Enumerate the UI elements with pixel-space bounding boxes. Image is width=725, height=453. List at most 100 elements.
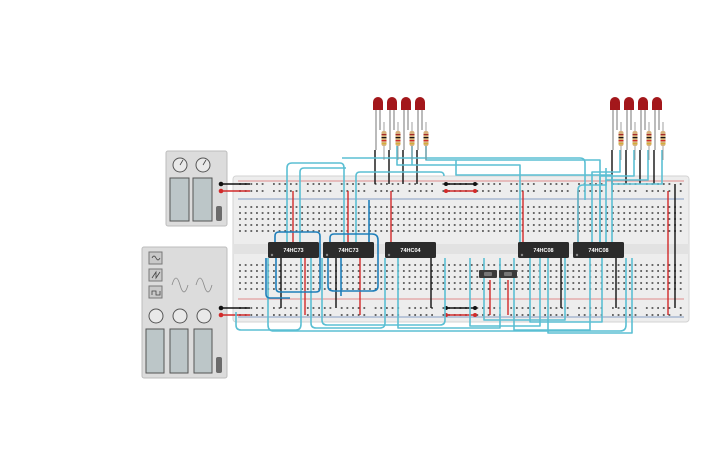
hole[interactable]	[261, 282, 264, 284]
hole[interactable]	[306, 276, 309, 278]
hole[interactable]	[273, 212, 275, 214]
hole[interactable]	[657, 307, 659, 309]
hole[interactable]	[352, 282, 354, 284]
hole[interactable]	[340, 218, 343, 220]
hole[interactable]	[318, 307, 320, 309]
hole[interactable]	[527, 218, 530, 220]
hole[interactable]	[391, 212, 394, 214]
hole[interactable]	[578, 264, 580, 266]
hole[interactable]	[431, 270, 433, 272]
hole[interactable]	[493, 264, 496, 266]
hole[interactable]	[374, 282, 377, 284]
hole[interactable]	[679, 307, 682, 309]
hole[interactable]	[323, 224, 326, 226]
hole[interactable]	[487, 183, 490, 185]
hole[interactable]	[668, 212, 671, 214]
hole[interactable]	[284, 307, 287, 309]
hole[interactable]	[566, 264, 569, 266]
hole[interactable]	[487, 206, 490, 208]
hole[interactable]	[555, 282, 558, 284]
hole[interactable]	[306, 288, 309, 290]
hole[interactable]	[657, 190, 659, 192]
hole[interactable]	[312, 307, 315, 309]
hole[interactable]	[419, 307, 422, 309]
hole[interactable]	[408, 264, 411, 266]
hole[interactable]	[448, 218, 450, 220]
hole[interactable]	[402, 282, 405, 284]
hole[interactable]	[329, 307, 332, 309]
hole[interactable]	[380, 183, 383, 185]
hole[interactable]	[606, 218, 609, 220]
hole[interactable]	[414, 307, 417, 309]
hole[interactable]	[453, 212, 456, 214]
hole[interactable]	[357, 212, 360, 214]
hole[interactable]	[284, 230, 287, 232]
hole[interactable]	[679, 282, 682, 284]
hole[interactable]	[595, 270, 597, 272]
hole[interactable]	[583, 314, 586, 316]
hole[interactable]	[318, 206, 320, 208]
hole[interactable]	[662, 288, 665, 290]
hole[interactable]	[662, 206, 665, 208]
hole[interactable]	[261, 224, 264, 226]
hole[interactable]	[459, 276, 462, 278]
hole[interactable]	[402, 270, 405, 272]
hole[interactable]	[634, 264, 637, 266]
hole[interactable]	[239, 230, 241, 232]
hole[interactable]	[380, 270, 383, 272]
hole[interactable]	[402, 218, 405, 220]
hole[interactable]	[628, 282, 631, 284]
hole[interactable]	[459, 212, 462, 214]
hole[interactable]	[414, 276, 417, 278]
hole[interactable]	[532, 282, 535, 284]
hole[interactable]	[589, 212, 592, 214]
hole[interactable]	[527, 282, 530, 284]
hole[interactable]	[634, 307, 637, 309]
hole[interactable]	[414, 264, 417, 266]
hole[interactable]	[239, 288, 241, 290]
hole[interactable]	[289, 314, 292, 316]
hole[interactable]	[431, 183, 433, 185]
hole[interactable]	[487, 218, 490, 220]
hole[interactable]	[448, 270, 450, 272]
hole[interactable]	[256, 230, 258, 232]
hole[interactable]	[515, 264, 518, 266]
hole[interactable]	[278, 314, 281, 316]
hole[interactable]	[408, 224, 411, 226]
hole[interactable]	[561, 276, 563, 278]
hole[interactable]	[431, 206, 433, 208]
ic-5[interactable]: 74HC08	[573, 242, 624, 258]
hole[interactable]	[504, 282, 507, 284]
hole[interactable]	[352, 288, 354, 290]
hole[interactable]	[640, 218, 643, 220]
hole[interactable]	[363, 276, 366, 278]
hole[interactable]	[363, 190, 366, 192]
hole[interactable]	[256, 206, 258, 208]
hole[interactable]	[306, 218, 309, 220]
hole[interactable]	[453, 276, 456, 278]
hole[interactable]	[425, 212, 428, 214]
hole[interactable]	[278, 183, 281, 185]
hole[interactable]	[306, 307, 309, 309]
hole[interactable]	[301, 288, 304, 290]
hole[interactable]	[329, 314, 332, 316]
ic-4[interactable]: 74HC08	[518, 242, 569, 258]
hole[interactable]	[402, 276, 405, 278]
hole[interactable]	[278, 270, 281, 272]
hole[interactable]	[419, 270, 422, 272]
hole[interactable]	[453, 264, 456, 266]
hole[interactable]	[561, 264, 563, 266]
hole[interactable]	[561, 230, 563, 232]
hole[interactable]	[538, 206, 541, 208]
hole[interactable]	[261, 314, 264, 316]
hole[interactable]	[640, 276, 643, 278]
hole[interactable]	[425, 206, 428, 208]
hole[interactable]	[657, 270, 659, 272]
hole[interactable]	[487, 230, 490, 232]
hole[interactable]	[442, 270, 445, 272]
hole[interactable]	[651, 218, 654, 220]
hole[interactable]	[431, 190, 433, 192]
hole[interactable]	[657, 282, 659, 284]
hole[interactable]	[482, 212, 484, 214]
hole[interactable]	[578, 270, 580, 272]
